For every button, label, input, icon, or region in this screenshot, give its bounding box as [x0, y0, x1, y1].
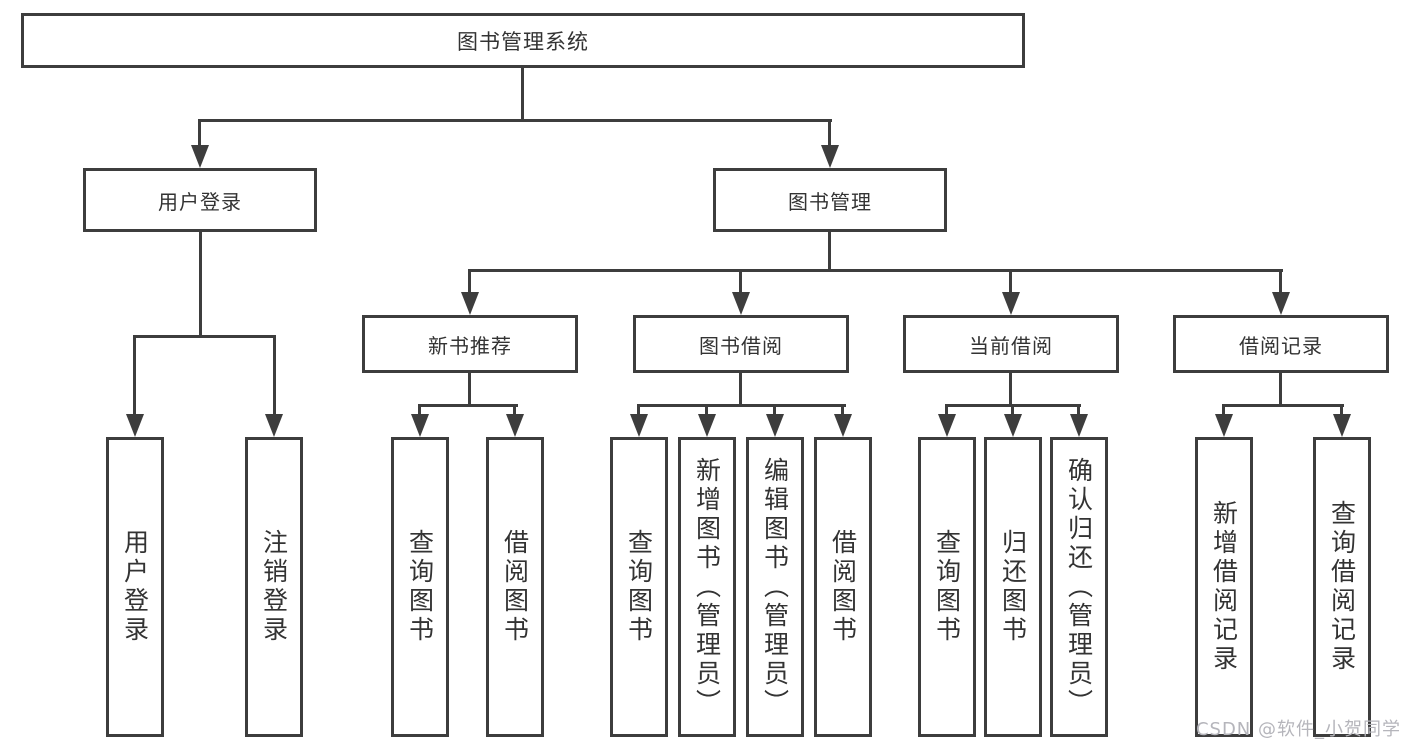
- node-label: 借阅图书: [500, 529, 530, 645]
- arrow-down-icon: [698, 414, 716, 437]
- node-leaf-nbr-borrow-books: 借阅图书: [486, 437, 544, 737]
- node-leaf-user-login: 用户登录: [106, 437, 164, 737]
- node-label: 用户登录: [120, 529, 150, 645]
- connector-stub: [133, 335, 136, 415]
- node-label: 查询图书: [405, 529, 435, 645]
- arrow-down-icon: [938, 414, 956, 437]
- arrow-down-icon: [1215, 414, 1233, 437]
- connector-stub: [1340, 404, 1343, 416]
- node-leaf-bb-borrow-books: 借阅图书: [814, 437, 872, 737]
- node-label: 图书管理: [788, 189, 872, 214]
- node-leaf-br-query-record: 查询借阅记录: [1313, 437, 1371, 737]
- arrow-down-icon: [411, 414, 429, 437]
- connector-stub: [513, 404, 516, 416]
- node-label: 查询借阅记录: [1327, 500, 1357, 674]
- connector-hline: [638, 404, 846, 407]
- node-current-borrow: 当前借阅: [903, 315, 1119, 373]
- arrow-down-icon: [630, 414, 648, 437]
- node-leaf-cb-confirm-return-admin: 确认归还（管理员）: [1050, 437, 1108, 737]
- node-leaf-cb-return-books: 归还图书: [984, 437, 1042, 737]
- connector-vline: [199, 232, 202, 338]
- arrow-down-icon: [461, 292, 479, 315]
- node-leaf-bb-query-books: 查询图书: [610, 437, 668, 737]
- arrow-down-icon: [821, 145, 839, 168]
- connector-stub: [468, 269, 471, 294]
- connector-stub: [273, 335, 276, 415]
- connector-vline: [1009, 373, 1012, 406]
- arrow-down-icon: [265, 414, 283, 437]
- node-label: 新增图书（管理员）: [692, 456, 722, 718]
- csdn-watermark: CSDN @软件_小贺同学: [1195, 719, 1401, 740]
- arrow-down-icon: [1070, 414, 1088, 437]
- node-label: 借阅记录: [1239, 333, 1323, 358]
- arrow-down-icon: [191, 145, 209, 168]
- connector-stub: [1011, 404, 1014, 416]
- node-root: 图书管理系统: [21, 13, 1025, 68]
- connector-vline: [521, 68, 524, 121]
- connector-stub: [841, 404, 844, 416]
- arrow-down-icon: [834, 414, 852, 437]
- connector-stub: [198, 119, 201, 147]
- node-book-borrow: 图书借阅: [633, 315, 849, 373]
- arrow-down-icon: [506, 414, 524, 437]
- node-label: 编辑图书（管理员）: [760, 456, 790, 718]
- node-label: 借阅图书: [828, 529, 858, 645]
- node-leaf-bb-add-books-admin: 新增图书（管理员）: [678, 437, 736, 737]
- connector-stub: [828, 119, 831, 147]
- node-leaf-cb-query-books: 查询图书: [918, 437, 976, 737]
- connector-stub: [1279, 269, 1282, 294]
- node-root-label: 图书管理系统: [457, 29, 589, 54]
- connector-stub: [945, 404, 948, 416]
- connector-vline: [1279, 373, 1282, 406]
- node-new-book-recommend: 新书推荐: [362, 315, 578, 373]
- node-label: 注销登录: [259, 529, 289, 645]
- connector-stub: [1222, 404, 1225, 416]
- arrow-down-icon: [1272, 292, 1290, 315]
- arrow-down-icon: [732, 292, 750, 315]
- node-label: 用户登录: [158, 189, 242, 214]
- node-label: 图书借阅: [699, 333, 783, 358]
- connector-vline: [739, 373, 742, 406]
- connector-vline: [468, 373, 471, 406]
- node-user-login-group: 用户登录: [83, 168, 317, 232]
- arrow-down-icon: [766, 414, 784, 437]
- connector-hline: [1223, 404, 1344, 407]
- node-label: 确认归还（管理员）: [1064, 456, 1094, 718]
- connector-stub: [1077, 404, 1080, 416]
- connector-stub: [637, 404, 640, 416]
- node-leaf-br-add-record: 新增借阅记录: [1195, 437, 1253, 737]
- arrow-down-icon: [1004, 414, 1022, 437]
- node-label: 新增借阅记录: [1209, 500, 1239, 674]
- node-label: 当前借阅: [969, 333, 1053, 358]
- connector-hline: [469, 269, 1283, 272]
- node-label: 归还图书: [998, 529, 1028, 645]
- connector-stub: [705, 404, 708, 416]
- connector-stub: [739, 269, 742, 294]
- arrow-down-icon: [1002, 292, 1020, 315]
- node-label: 新书推荐: [428, 333, 512, 358]
- connector-stub: [418, 404, 421, 416]
- node-borrow-records: 借阅记录: [1173, 315, 1389, 373]
- node-label: 查询图书: [932, 529, 962, 645]
- connector-hline: [199, 119, 832, 122]
- node-leaf-bb-edit-books-admin: 编辑图书（管理员）: [746, 437, 804, 737]
- connector-hline: [419, 404, 518, 407]
- node-book-management: 图书管理: [713, 168, 947, 232]
- connector-hline: [133, 335, 276, 338]
- connector-vline: [828, 232, 831, 272]
- arrow-down-icon: [126, 414, 144, 437]
- node-leaf-logout: 注销登录: [245, 437, 303, 737]
- node-label: 查询图书: [624, 529, 654, 645]
- connector-stub: [1009, 269, 1012, 294]
- node-leaf-nbr-query-books: 查询图书: [391, 437, 449, 737]
- connector-stub: [773, 404, 776, 416]
- arrow-down-icon: [1333, 414, 1351, 437]
